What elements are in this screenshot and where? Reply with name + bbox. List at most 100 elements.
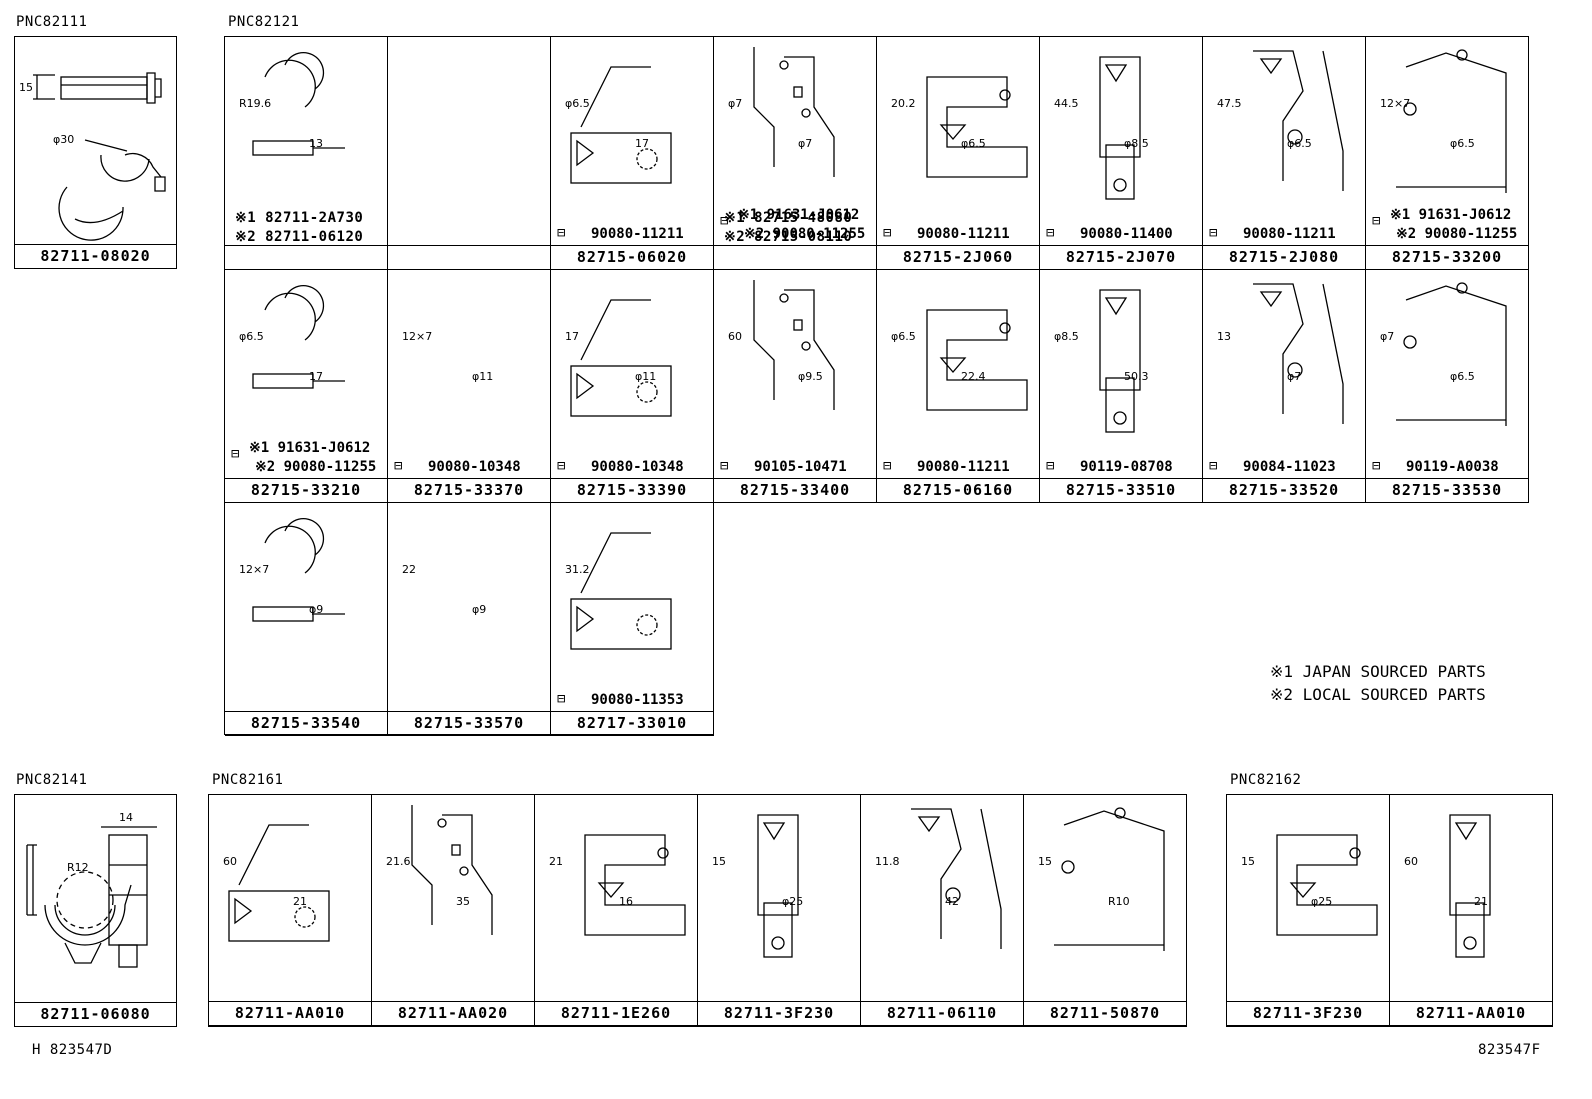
dim-label: φ8.5 [1054, 330, 1079, 343]
bolt-icon: ⊟ [720, 213, 729, 229]
fastener-part-number: 90080-10348 [428, 459, 521, 475]
dim-label: 14 [119, 811, 133, 824]
bolt-icon: ⊟ [557, 458, 566, 474]
dim-label: 22 [402, 563, 416, 576]
dim-label: φ7 [798, 137, 813, 150]
dim-label: 13 [309, 137, 323, 150]
part-cell[interactable]: 15 φ30 82711-08020 [15, 37, 176, 268]
part-drawing [1099, 56, 1141, 200]
part-drawing [1276, 834, 1378, 936]
part-number: 82711-3F230 [698, 1001, 860, 1025]
dim-label: φ7 [1380, 330, 1395, 343]
dim-label: φ7 [728, 97, 743, 110]
dim-label: 12×7 [402, 330, 433, 343]
group-82111: 15 φ30 82711-08020 [14, 36, 177, 269]
fastener-part-number: 90080-11211 [591, 226, 684, 242]
fastener-part-number: 90119-08708 [1080, 459, 1173, 475]
pnc-label-82111: PNC82111 [16, 14, 88, 30]
part-number: 82715-2J080 [1203, 245, 1365, 269]
bolt-icon: ⊟ [1209, 458, 1218, 474]
dim-label: 15 [19, 81, 33, 94]
dim-label: 21 [293, 895, 307, 908]
dim-label: φ25 [1311, 895, 1333, 908]
clamp-drawing [26, 826, 157, 968]
part-cell[interactable]: 14 R12 82711-06080 [15, 795, 176, 1026]
footer-left-code: H 823547D [32, 1042, 113, 1058]
group-82141: 14 R12 82711-06080 [14, 794, 177, 1027]
fastener-part-number: 90080-11400 [1080, 226, 1173, 242]
dim-label: φ8.5 [1124, 137, 1149, 150]
bolt-icon: ⊟ [231, 446, 240, 462]
part-number: 82715-33540 [225, 711, 387, 735]
part-drawing [926, 76, 1028, 178]
fastener-variant-note: ※1 91631-J0612 [738, 207, 860, 223]
part-drawing [252, 285, 345, 389]
dim-label: 21.6 [386, 855, 411, 868]
part-drawing [252, 518, 345, 622]
part-cell[interactable]: 12×7 φ9 82715-33540 [225, 503, 388, 736]
bolt-icon: ⊟ [1372, 213, 1381, 229]
part-number: 82715-06160 [877, 478, 1039, 502]
dim-label: 11.8 [875, 855, 900, 868]
dim-label: φ30 [53, 133, 75, 146]
variant-note: ※2 82711-06120 [235, 229, 364, 245]
footer-right-code: 823547F [1478, 1042, 1541, 1058]
part-number: 82717-33010 [551, 711, 713, 735]
dim-label: 15 [712, 855, 726, 868]
fastener-part-number: 90080-11211 [917, 459, 1010, 475]
dim-label: 12×7 [239, 563, 270, 576]
dim-label: φ6.5 [239, 330, 264, 343]
bolt-icon: ⊟ [557, 225, 566, 241]
part-drawing [1253, 283, 1344, 424]
part-drawing [753, 280, 835, 410]
dim-label: φ9 [309, 603, 324, 616]
dim-label: 60 [1404, 855, 1418, 868]
part-number: 82711-06110 [861, 1001, 1023, 1025]
dim-label: φ7 [1287, 370, 1302, 383]
dim-label: φ9 [472, 603, 487, 616]
fastener-part-number: 90080-11211 [917, 226, 1010, 242]
dim-label: 17 [565, 330, 579, 343]
dim-label: 44.5 [1054, 97, 1079, 110]
part-cell[interactable]: 11.8 42 82711-06110 [861, 795, 1024, 1026]
part-number: 82711-AA020 [372, 1001, 534, 1025]
part-cell[interactable] [388, 37, 551, 270]
dim-label: 42 [945, 895, 959, 908]
variant-note: ※2 82715-08110 [724, 229, 853, 245]
part-number [225, 245, 387, 269]
part-number: 82711-AA010 [209, 1001, 371, 1025]
part-drawing [1099, 289, 1141, 433]
dim-label: 16 [619, 895, 633, 908]
fastener-variant-note: ※1 91631-J0612 [1390, 207, 1512, 223]
part-drawing [1253, 50, 1344, 191]
fastener-part-number: 90105-10471 [754, 459, 847, 475]
dim-label: φ6.5 [565, 97, 590, 110]
part-drawing [570, 532, 672, 650]
fastener-part-number: 90084-11023 [1243, 459, 1336, 475]
part-drawing [584, 834, 686, 936]
